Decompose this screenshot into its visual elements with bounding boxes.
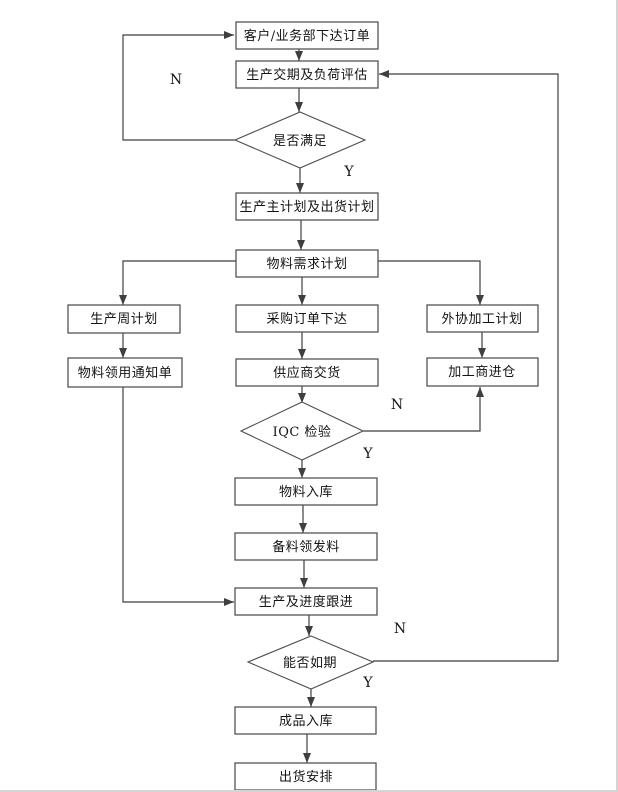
node-label: 是否满足 bbox=[273, 134, 327, 149]
node-label: 物料需求计划 bbox=[266, 257, 347, 272]
node-delivery-load-assessment: 生产交期及负荷评估 bbox=[235, 60, 379, 89]
node-label: 外协加工计划 bbox=[441, 312, 522, 327]
node-weekly-production-plan: 生产周计划 bbox=[67, 304, 181, 334]
branch-label-satisfy-yes: Y bbox=[343, 164, 354, 180]
node-box bbox=[234, 477, 378, 506]
branch-label-ontime-yes: Y bbox=[362, 675, 373, 691]
node-box bbox=[235, 60, 379, 89]
node-supplier-delivery: 供应商交货 bbox=[235, 358, 379, 387]
node-box bbox=[235, 21, 379, 50]
edge-satisfy-no-loop-to-order bbox=[122, 31, 235, 141]
node-satisfy-decision: 是否满足 bbox=[233, 111, 367, 169]
node-production-progress-follow: 生产及进度跟进 bbox=[234, 587, 378, 616]
edge-iqc-no-to-processor-in bbox=[363, 387, 484, 432]
node-label: 能否如期 bbox=[283, 655, 337, 671]
branch-label-ontime-no: N bbox=[394, 621, 406, 637]
node-box bbox=[67, 357, 183, 388]
node-label: 成品入库 bbox=[279, 713, 333, 729]
node-label: 生产周计划 bbox=[90, 312, 158, 327]
node-material-warehouse-in: 物料入库 bbox=[234, 477, 378, 506]
node-label: 备料领发料 bbox=[272, 539, 340, 555]
branch-label-iqc-yes: Y bbox=[362, 446, 373, 462]
node-box bbox=[235, 304, 379, 333]
node-box bbox=[234, 532, 378, 561]
node-label: 供应商交货 bbox=[273, 365, 341, 381]
node-box bbox=[426, 357, 539, 387]
edge-mrp-to-outsource-plan bbox=[378, 260, 484, 305]
node-label: 加工商进仓 bbox=[448, 365, 516, 380]
node-iqc-inspection-decision: IQC 检验 bbox=[239, 401, 365, 461]
node-ontime-decision: 能否如期 bbox=[246, 635, 375, 690]
node-box bbox=[234, 706, 377, 735]
decision-diamond bbox=[233, 111, 367, 169]
node-label: 采购订单下达 bbox=[266, 311, 347, 327]
node-box bbox=[235, 358, 379, 387]
node-processor-warehouse-in: 加工商进仓 bbox=[426, 357, 539, 387]
node-box bbox=[426, 304, 539, 333]
branch-label-satisfy-no: N bbox=[170, 72, 182, 88]
node-customer-order: 客户/业务部下达订单 bbox=[235, 21, 379, 50]
node-material-prep-issue: 备料领发料 bbox=[234, 532, 378, 561]
node-outsource-processing-plan: 外协加工计划 bbox=[426, 304, 539, 333]
node-box bbox=[235, 249, 379, 278]
decision-diamond bbox=[246, 635, 375, 690]
node-label: 生产交期及负荷评估 bbox=[246, 67, 368, 83]
node-box bbox=[235, 192, 379, 221]
node-label: 物料入库 bbox=[279, 484, 333, 500]
node-label: 生产及进度跟进 bbox=[259, 594, 354, 610]
node-purchase-order-issue: 采购订单下达 bbox=[235, 304, 379, 333]
node-box bbox=[234, 762, 377, 790]
decision-diamond bbox=[239, 401, 365, 461]
node-material-requisition-notice: 物料领用通知单 bbox=[67, 357, 183, 388]
node-shipment-arrangement: 出货安排 bbox=[234, 762, 377, 790]
branch-label-iqc-no: N bbox=[391, 397, 403, 413]
node-material-requirements-plan: 物料需求计划 bbox=[235, 249, 379, 278]
node-label: IQC 检验 bbox=[273, 424, 332, 440]
node-box bbox=[67, 304, 181, 334]
node-finished-goods-in: 成品入库 bbox=[234, 706, 377, 735]
node-label: 出货安排 bbox=[279, 769, 333, 785]
node-label: 客户/业务部下达订单 bbox=[244, 28, 370, 44]
edge-material-notice-to-production-follow bbox=[122, 387, 234, 606]
node-label: 物料领用通知单 bbox=[78, 365, 173, 381]
node-label: 生产主计划及出货计划 bbox=[239, 199, 374, 215]
edge-ontime-no-feedback-to-assess bbox=[373, 70, 559, 662]
node-master-production-plan: 生产主计划及出货计划 bbox=[235, 192, 379, 221]
edge-mrp-to-weekly-plan bbox=[119, 260, 236, 305]
node-box bbox=[234, 587, 378, 616]
